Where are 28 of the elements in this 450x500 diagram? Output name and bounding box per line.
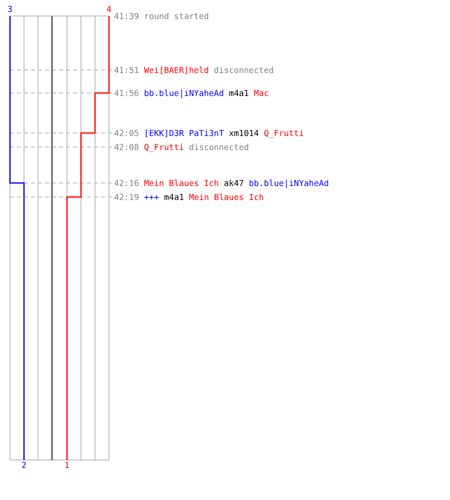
player-name: Wei[BAER]held	[144, 66, 209, 74]
player-name: [EKK]D3R PaTi3nT	[144, 128, 224, 138]
player-name: Q_Frutti	[144, 142, 184, 152]
timestamp: 41:51	[114, 66, 139, 74]
player-count: 2	[22, 461, 26, 470]
event-text: disconnected	[214, 66, 274, 74]
player-name: bb.blue|iNYaheAd	[248, 178, 329, 188]
weapon-name: m4a1	[228, 88, 249, 98]
timestamp: 42:19	[114, 192, 139, 202]
player-count: 1	[64, 461, 70, 470]
player-name: bb.blue|iNYaheAd	[144, 88, 224, 98]
weapon-name: ak47	[224, 178, 244, 188]
timestamp: 42:05	[114, 128, 139, 138]
timestamp: 41:39	[114, 12, 139, 20]
timestamp: 41:56	[114, 88, 139, 98]
event-text: round started	[144, 12, 209, 20]
event-text: disconnected	[188, 142, 249, 152]
player-count: 3	[8, 5, 12, 14]
player-name: Mein Blaues Ich	[188, 192, 264, 202]
weapon-name: m4a1	[164, 192, 184, 202]
player-name: +++	[144, 192, 159, 202]
weapon-name: xm1014	[228, 128, 259, 138]
player-name: Q_Frutti	[264, 128, 304, 138]
player-count: 4	[106, 5, 112, 14]
timestamp: 42:08	[114, 142, 139, 152]
timestamp: 42:16	[114, 178, 139, 188]
player-name: Mac	[254, 88, 269, 98]
player-name: Mein Blaues Ich	[144, 178, 219, 188]
